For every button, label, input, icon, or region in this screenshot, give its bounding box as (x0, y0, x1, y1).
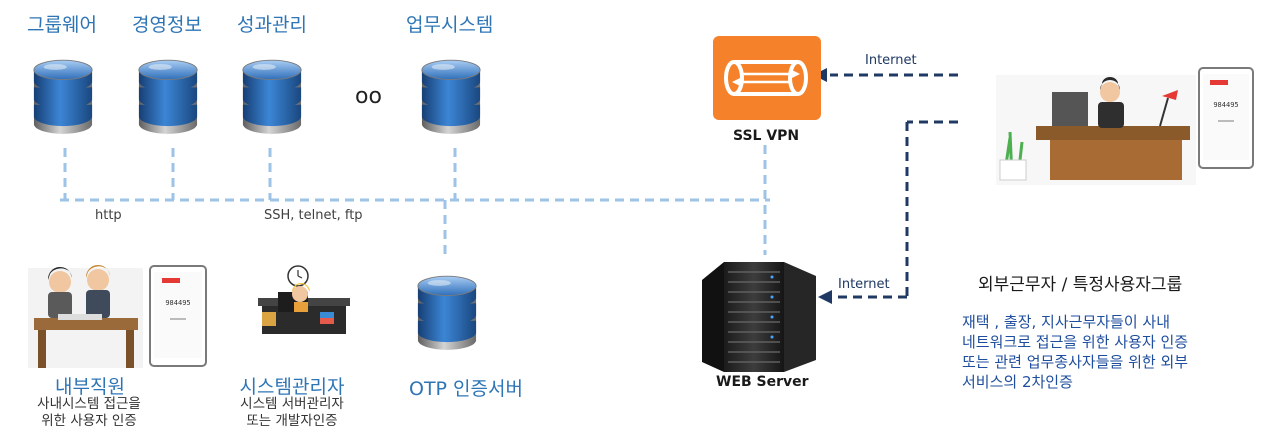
database-icon-management (138, 59, 198, 135)
protocol-http: http (95, 208, 122, 223)
database-icon-otp (417, 275, 477, 351)
protocol-ssh: SSH, telnet, ftp (264, 208, 363, 223)
db-label-business: 업무시스템 (406, 14, 494, 36)
vpn-tunnel-icon (713, 36, 821, 120)
internal-staff-title: 내부직원 (55, 376, 125, 398)
webserver-arrow-icon (818, 290, 832, 304)
sysadmin-icon (258, 265, 350, 334)
internet-lines (830, 73, 958, 299)
sysadmin-desc-2: 또는 개발자인증 (246, 413, 338, 429)
internal-staff-desc-1: 사내시스템 접근을 (37, 396, 141, 412)
external-worker-icon (996, 75, 1196, 185)
database-icon-business (421, 59, 481, 135)
external-desc-2: 네트워크로 접근을 위한 사용자 인증 (962, 333, 1189, 351)
ellipsis-text: oo (355, 84, 382, 109)
vpn-label: SSL VPN (733, 128, 800, 144)
otp-phone-icon-external: 984495 (1198, 67, 1254, 169)
internal-staff-desc-2: 위한 사용자 인증 (41, 413, 137, 429)
external-desc-1: 재택 , 출장, 지사근무자들이 사내 (962, 313, 1171, 331)
otp-phone-icon: 984495 (149, 265, 207, 367)
db-label-management: 경영정보 (132, 14, 202, 36)
otp-code: 984495 (165, 299, 190, 307)
internet-label-webserver: Internet (838, 277, 890, 292)
office-worker-icon (28, 264, 143, 368)
otp-server-label: OTP 인증서버 (409, 378, 523, 400)
internal-network-lines (60, 145, 770, 258)
external-desc-3: 또는 관련 업무종사자들을 위한 외부 (962, 353, 1189, 371)
otp-code-external: 984495 (1213, 101, 1238, 109)
sysadmin-title: 시스템관리자 (239, 376, 345, 398)
server-rack-icon (702, 262, 816, 372)
database-icon-performance (242, 59, 302, 135)
external-desc-4: 서비스의 2차인증 (962, 373, 1073, 391)
database-icon-groupware (33, 59, 93, 135)
webserver-label: WEB Server (716, 374, 809, 390)
monitor-icon (1052, 92, 1088, 126)
desk-lamp-icon (1159, 97, 1169, 127)
sysadmin-desc-1: 시스템 서버관리자 (240, 396, 344, 412)
internet-label-vpn: Internet (865, 53, 917, 68)
db-label-groupware: 그룹웨어 (27, 14, 97, 36)
external-title: 외부근무자 / 특정사용자그룹 (978, 275, 1183, 295)
db-label-performance: 성과관리 (237, 14, 307, 36)
